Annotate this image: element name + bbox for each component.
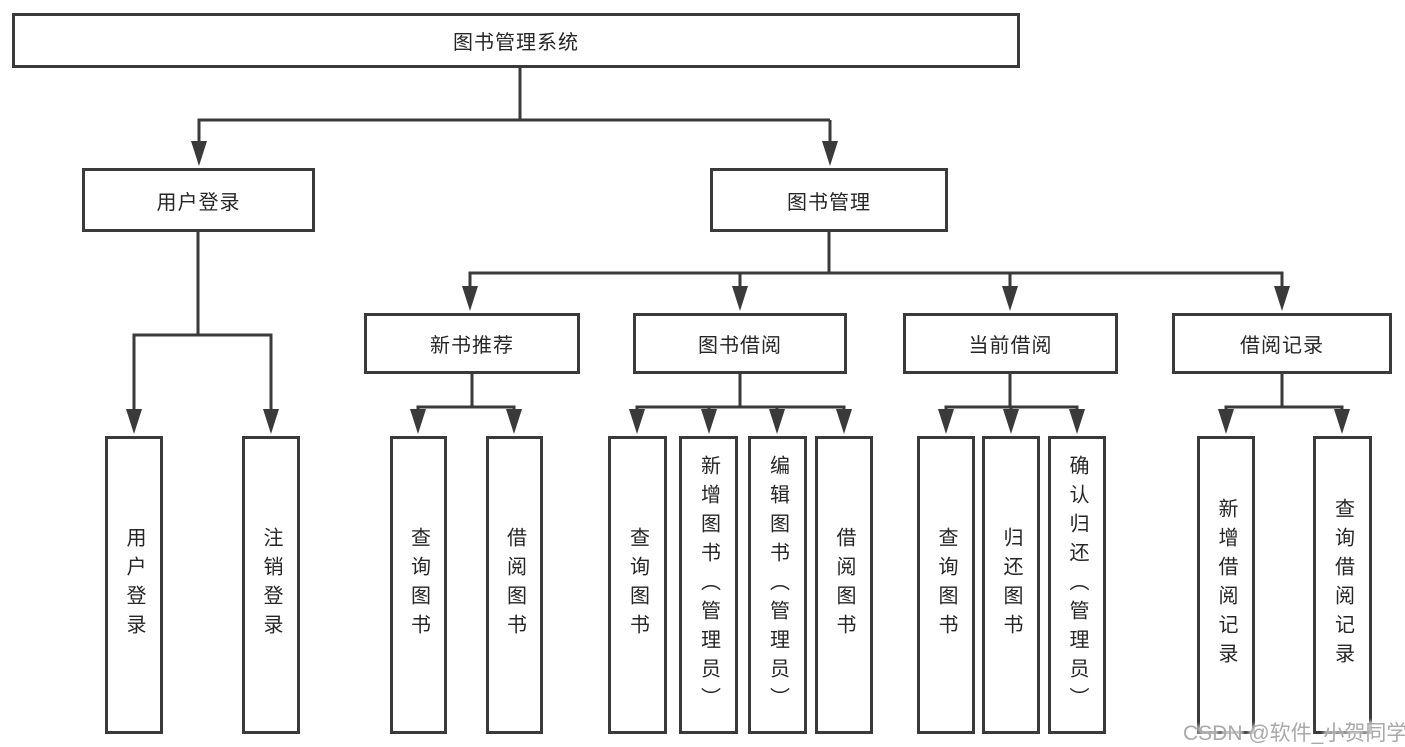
node-user-login-leaf-label: 用户登录 <box>123 527 145 643</box>
node-borrowing-records: 借阅记录 <box>1172 313 1392 374</box>
arrow-icon <box>1218 409 1234 434</box>
node-add-books-admin: 新增图书（管理员） <box>679 436 738 734</box>
node-new-book-recommend-label: 新书推荐 <box>430 335 514 357</box>
arrow-icon <box>506 409 522 434</box>
node-return-books-label: 归还图书 <box>1000 527 1022 643</box>
node-borrow-books-borrowing: 借阅图书 <box>815 436 873 734</box>
node-book-borrowing: 图书借阅 <box>633 313 847 374</box>
arrow-icon <box>769 409 785 434</box>
node-query-books-recommend: 查询图书 <box>390 436 447 734</box>
node-add-borrow-record: 新增借阅记录 <box>1197 436 1255 734</box>
arrow-icon <box>1002 286 1018 311</box>
node-query-books-recommend-label: 查询图书 <box>407 527 430 643</box>
node-query-borrow-record: 查询借阅记录 <box>1313 436 1372 734</box>
node-logout-leaf-label: 注销登录 <box>260 527 282 643</box>
csdn-watermark: CSDN @软件_小贺同学 <box>1183 722 1405 745</box>
arrow-icon <box>1003 409 1019 434</box>
node-borrow-books-recommend-label: 借阅图书 <box>503 527 526 643</box>
arrow-icon <box>732 286 748 311</box>
node-return-books: 归还图书 <box>982 436 1040 734</box>
arrow-icon <box>1334 409 1350 434</box>
arrow-icon <box>701 409 717 434</box>
node-user-login: 用户登录 <box>82 168 315 232</box>
arrow-icon <box>1069 409 1085 434</box>
node-edit-books-admin-label: 编辑图书（管理员） <box>766 454 789 716</box>
arrow-icon <box>462 286 478 311</box>
node-book-management: 图书管理 <box>710 168 948 232</box>
node-user-login-label: 用户登录 <box>156 191 241 214</box>
node-confirm-return-admin: 确认归还（管理员） <box>1048 436 1106 734</box>
node-new-book-recommend: 新书推荐 <box>364 313 580 374</box>
arrow-icon <box>822 141 838 166</box>
node-query-books-current: 查询图书 <box>917 436 975 734</box>
arrow-icon <box>191 141 207 166</box>
node-borrow-books-borrowing-label: 借阅图书 <box>833 527 855 643</box>
node-borrow-books-recommend: 借阅图书 <box>486 436 543 734</box>
node-root: 图书管理系统 <box>12 13 1020 68</box>
node-current-borrowing: 当前借阅 <box>903 313 1118 374</box>
node-query-books-borrowing: 查询图书 <box>608 436 667 734</box>
node-query-books-current-label: 查询图书 <box>935 527 957 643</box>
node-root-label: 图书管理系统 <box>453 32 579 54</box>
arrow-icon <box>836 409 852 434</box>
node-borrowing-records-label: 借阅记录 <box>1240 335 1324 357</box>
node-current-borrowing-label: 当前借阅 <box>968 335 1053 357</box>
arrow-icon <box>126 409 142 434</box>
node-query-borrow-record-label: 查询借阅记录 <box>1331 498 1354 672</box>
node-logout-leaf: 注销登录 <box>242 436 300 734</box>
arrowheads <box>126 141 1350 434</box>
node-book-management-label: 图书管理 <box>787 191 871 214</box>
arrow-icon <box>410 409 426 434</box>
node-add-borrow-record-label: 新增借阅记录 <box>1215 498 1237 672</box>
node-confirm-return-admin-label: 确认归还（管理员） <box>1066 454 1088 716</box>
node-query-books-borrowing-label: 查询图书 <box>626 527 649 643</box>
node-add-books-admin-label: 新增图书（管理员） <box>697 454 720 716</box>
node-user-login-leaf: 用户登录 <box>105 436 163 734</box>
node-book-borrowing-label: 图书借阅 <box>698 335 782 357</box>
node-edit-books-admin: 编辑图书（管理员） <box>748 436 807 734</box>
arrow-icon <box>629 409 645 434</box>
arrow-icon <box>938 409 954 434</box>
arrow-icon <box>263 409 279 434</box>
arrow-icon <box>1274 286 1290 311</box>
